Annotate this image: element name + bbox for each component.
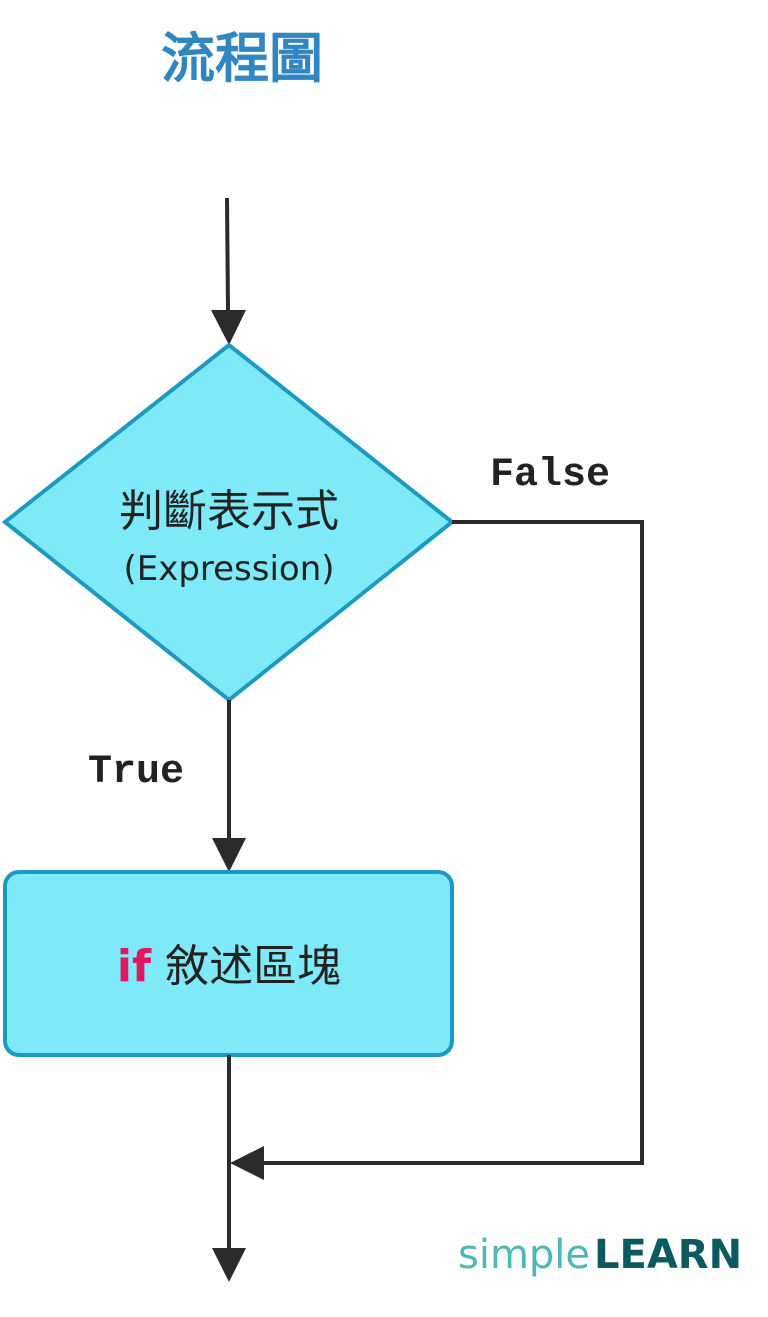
arrowhead-icon xyxy=(211,310,246,345)
decision-sublabel: (Expression) xyxy=(123,549,334,589)
false-label: False xyxy=(490,453,610,498)
false-connector xyxy=(262,520,644,1165)
logo-part1: simple xyxy=(458,1232,590,1278)
block-text: 敘述區塊 xyxy=(151,941,341,992)
entry-connector xyxy=(225,197,230,313)
if-keyword: if xyxy=(117,941,152,992)
page-title: 流程圖 xyxy=(161,27,323,90)
arrowhead-icon xyxy=(212,838,246,872)
logo-part2: LEARN xyxy=(594,1232,742,1278)
true-label: True xyxy=(88,750,184,795)
if-block-label: if 敘述區塊 xyxy=(117,941,341,992)
arrowhead-icon xyxy=(230,1146,264,1180)
decision-label: 判斷表示式 xyxy=(119,486,339,537)
arrowhead-icon xyxy=(212,1248,246,1282)
